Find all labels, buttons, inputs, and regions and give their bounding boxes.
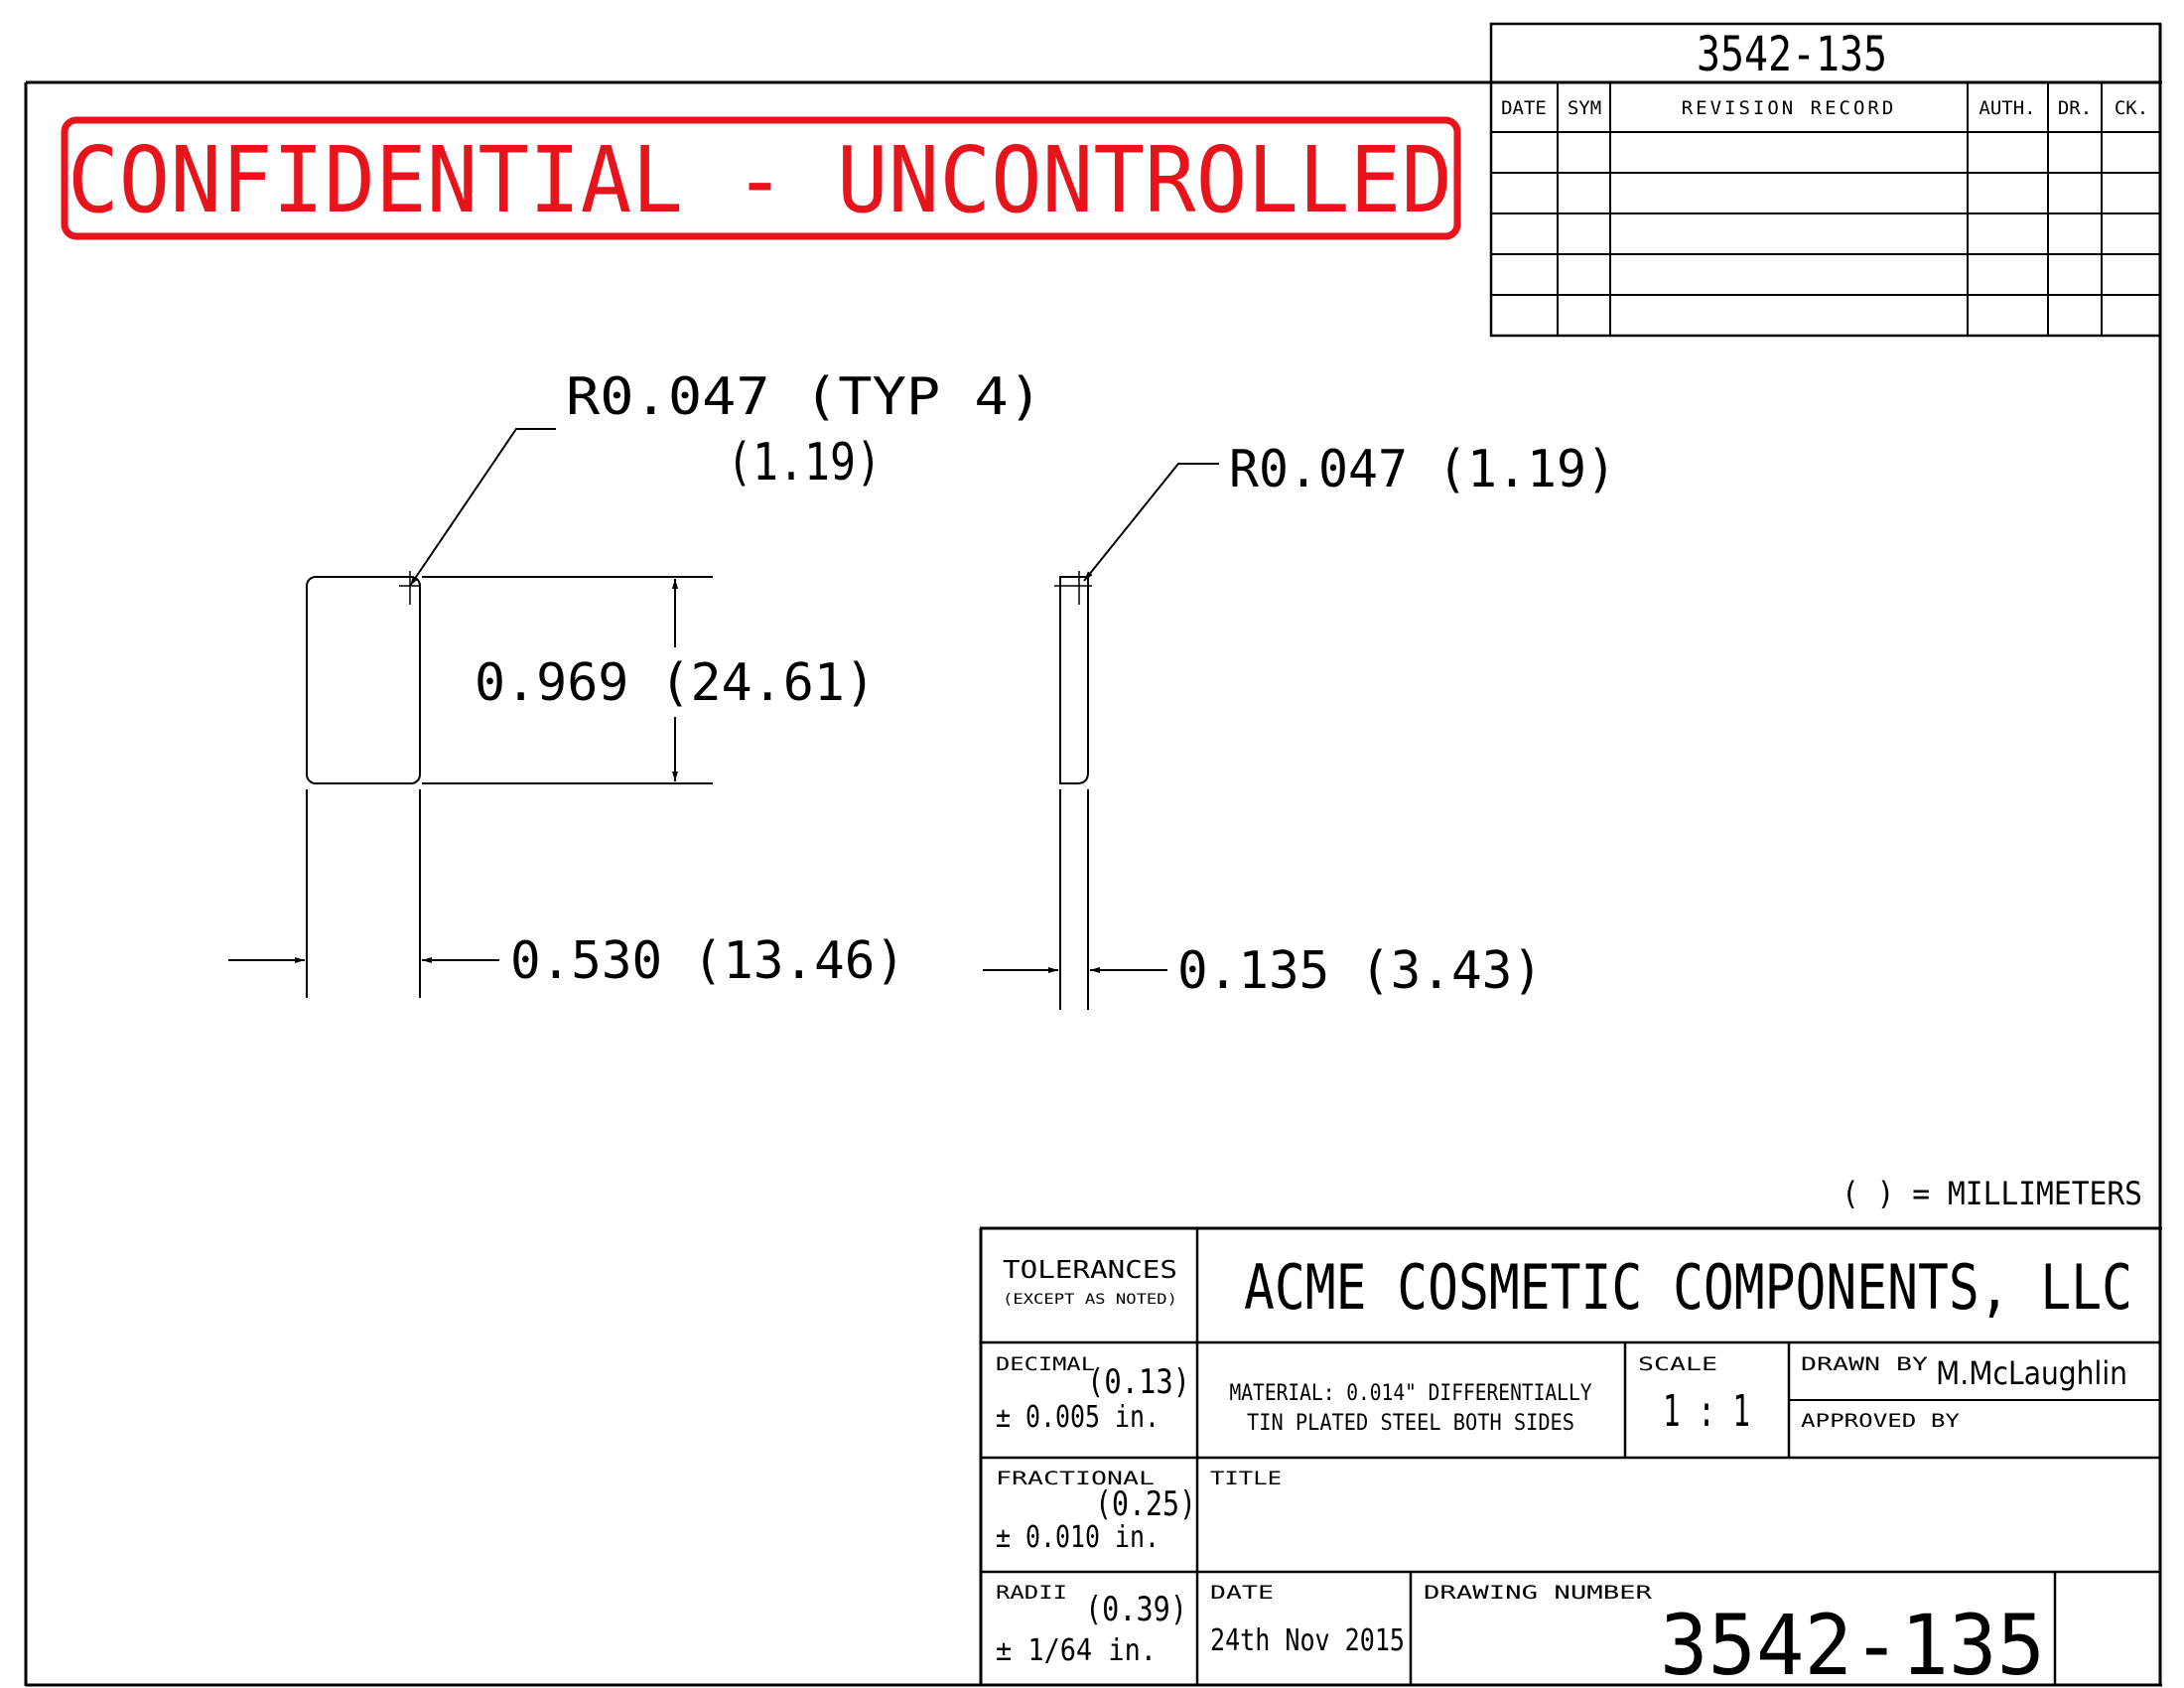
watermark-text: CONFIDENTIAL - UNCONTROLLED	[68, 127, 1452, 233]
decimal-mm: (0.13)	[1087, 1362, 1190, 1402]
date-value: 24th Nov 2015	[1210, 1623, 1405, 1658]
rev-header-sym: SYM	[1568, 97, 1601, 119]
drawing-number-label: DRAWING NUMBER	[1424, 1582, 1653, 1604]
height-dimension	[422, 576, 713, 784]
rev-header-auth: AUTH.	[1979, 97, 2035, 119]
revision-block: 3542-135 DATE SYM REVISION RECORD AUTH. …	[1489, 22, 2162, 338]
fractional-mm: (0.25)	[1095, 1484, 1196, 1524]
scale-value: 1 : 1	[1663, 1386, 1750, 1437]
dimension-labels: R0.047 (TYP 4) (1.19) R0.047 (1.19) 0.96…	[475, 367, 2142, 1212]
radii-label: RADII	[996, 1582, 1067, 1604]
radii-value: ± 1/64 in.	[996, 1633, 1157, 1668]
decimal-label: DECIMAL	[996, 1353, 1095, 1375]
fractional-value: ± 0.010 in.	[996, 1520, 1160, 1555]
title-label: TITLE	[1210, 1468, 1282, 1489]
except-noted-label: (EXCEPT AS NOTED)	[1003, 1292, 1177, 1308]
material-line-1: MATERIAL: 0.014" DIFFERENTIALLY	[1230, 1381, 1592, 1406]
width-label: 0.530 (13.46)	[510, 931, 905, 991]
rev-header-record: REVISION RECORD	[1682, 97, 1897, 119]
tolerances-label: TOLERANCES	[1003, 1255, 1177, 1284]
thickness-label: 0.135 (3.43)	[1177, 941, 1543, 1001]
material-line-2: TIN PLATED STEEL BOTH SIDES	[1247, 1411, 1574, 1436]
title-block: TOLERANCES (EXCEPT AS NOTED) ACME COSMET…	[979, 1226, 2162, 1688]
scale-label: SCALE	[1638, 1353, 1717, 1375]
height-label: 0.969 (24.61)	[475, 653, 876, 713]
fractional-label: FRACTIONAL	[996, 1468, 1155, 1489]
date-label: DATE	[1210, 1582, 1274, 1604]
part-side-view	[1054, 571, 1092, 784]
company-name: ACME COSMETIC COMPONENTS, LLC	[1244, 1251, 2132, 1324]
drawing-number-value: 3542-135	[1660, 1597, 2045, 1688]
thickness-dimension	[983, 789, 1167, 1010]
sheet-border	[24, 24, 2162, 1687]
decimal-value: ± 0.005 in.	[996, 1400, 1160, 1435]
radii-mm: (0.39)	[1085, 1590, 1187, 1629]
units-note: ( ) = MILLIMETERS	[1842, 1175, 2142, 1212]
leader-lines	[409, 428, 1219, 587]
radius-typ-mm-label: (1.19)	[727, 433, 882, 492]
confidential-watermark: CONFIDENTIAL - UNCONTROLLED	[61, 116, 1461, 240]
width-dimension	[228, 789, 499, 998]
revision-drawing-number: 3542-135	[1697, 27, 1887, 82]
radius-side-label: R0.047 (1.19)	[1229, 440, 1616, 499]
rev-header-ck: CK.	[2115, 97, 2148, 119]
approved-by-label: APPROVED BY	[1801, 1410, 1961, 1432]
drawn-by-value: M.McLaughlin	[1936, 1354, 2127, 1392]
part-front-view	[306, 571, 421, 784]
rev-header-date: DATE	[1501, 97, 1547, 119]
drawn-by-label: DRAWN BY	[1801, 1353, 1929, 1375]
rev-header-dr: DR.	[2058, 97, 2092, 119]
radius-typ-label: R0.047 (TYP 4)	[566, 367, 1042, 427]
